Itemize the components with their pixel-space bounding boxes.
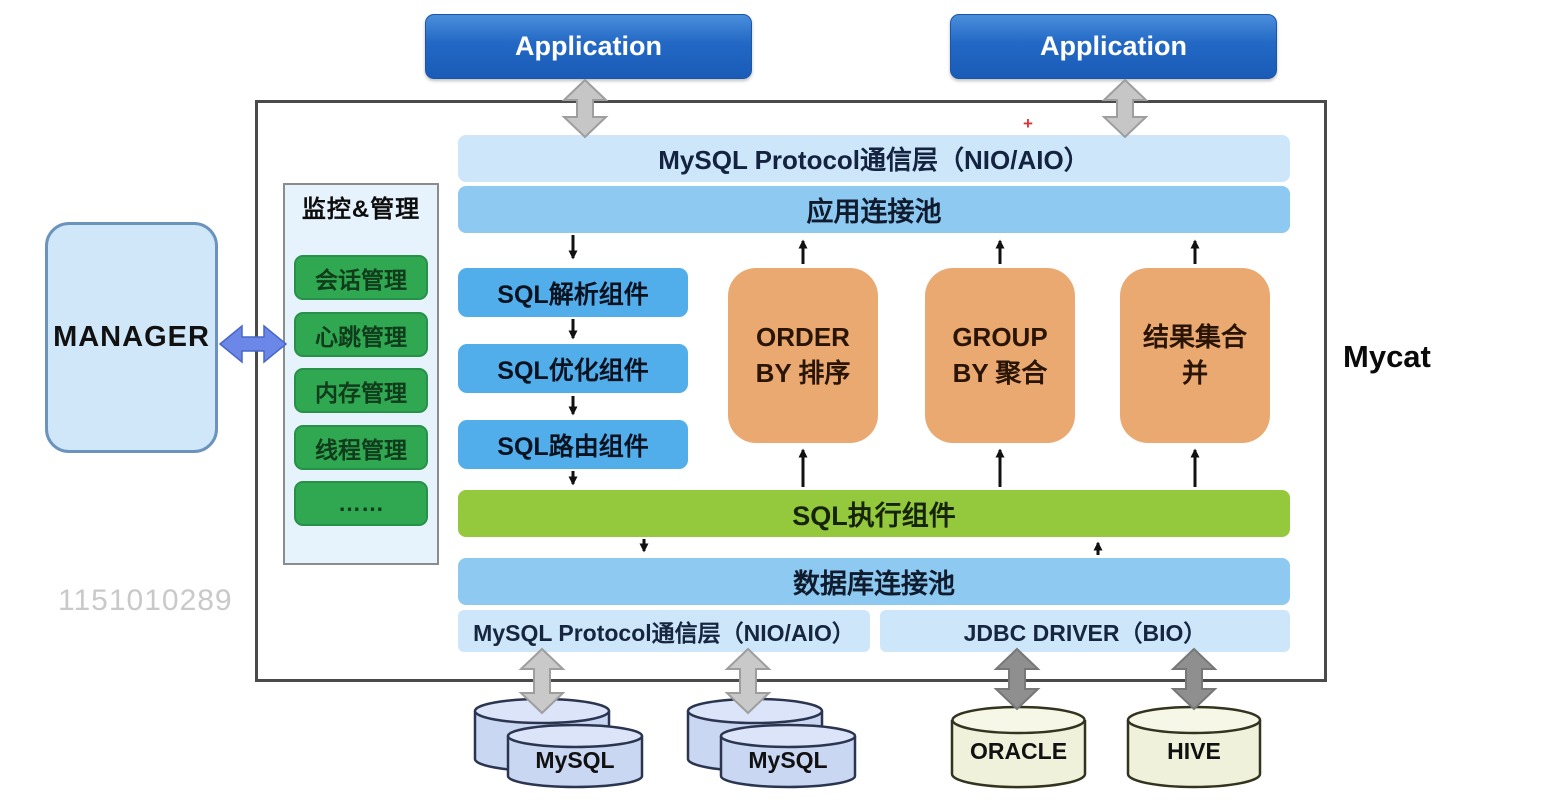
monitor-item-heartbeat: 心跳管理 [294,312,428,357]
application-label: Application [515,31,662,61]
db-label-oracle: ORACLE [969,737,1068,764]
application-box-1: Application [425,14,752,79]
db-label-mysql-2: MySQL [748,746,828,773]
manager-label: MANAGER [53,321,210,353]
database-cylinder-icon [950,705,1087,789]
layer-label: MySQL Protocol通信层（NIO/AIO） [473,620,855,646]
db-label-mysql-1: MySQL [535,746,615,773]
mycat-label: Mycat [1343,339,1431,374]
sql-optimize-component: SQL优化组件 [458,344,688,393]
sql-route-component: SQL路由组件 [458,420,688,469]
watermark-text: 1151010289 [58,584,233,617]
layer-label: JDBC DRIVER（BIO） [963,620,1207,646]
layer-label: 数据库连接池 [793,569,955,599]
monitor-panel-title: 监控&管理 [301,195,421,223]
monitor-item-thread: 线程管理 [294,425,428,470]
layer-label: MySQL Protocol通信层（NIO/AIO） [658,145,1090,175]
database-cylinder-icon [506,723,644,789]
monitor-item-session: 会话管理 [294,255,428,300]
group-by-box: GROUP BY 聚合 [925,268,1075,443]
layer-mysql-protocol-bottom: MySQL Protocol通信层（NIO/AIO） [458,610,870,652]
monitor-item-ellipsis: …… [294,481,428,526]
monitor-item-memory: 内存管理 [294,368,428,413]
manager-box: MANAGER [45,222,218,453]
layer-db-connection-pool: 数据库连接池 [458,558,1290,605]
layer-jdbc-driver: JDBC DRIVER（BIO） [880,610,1290,652]
layer-label: 应用连接池 [806,197,942,227]
red-plus-marker: + [1023,114,1033,133]
layer-label: SQL执行组件 [792,501,956,531]
layer-mysql-protocol-top: MySQL Protocol通信层（NIO/AIO） [458,135,1290,182]
layer-app-connection-pool: 应用连接池 [458,186,1290,233]
db-label-hive: HIVE [1167,737,1221,764]
database-cylinder-icon [1126,705,1262,789]
result-merge-box: 结果集合 并 [1120,268,1270,443]
database-cylinder-icon [719,723,857,789]
application-label: Application [1040,31,1187,61]
layer-sql-execution: SQL执行组件 [458,490,1290,537]
sql-parse-component: SQL解析组件 [458,268,688,317]
application-box-2: Application [950,14,1277,79]
order-by-box: ORDER BY 排序 [728,268,878,443]
mycat-boundary-box [255,100,1327,682]
